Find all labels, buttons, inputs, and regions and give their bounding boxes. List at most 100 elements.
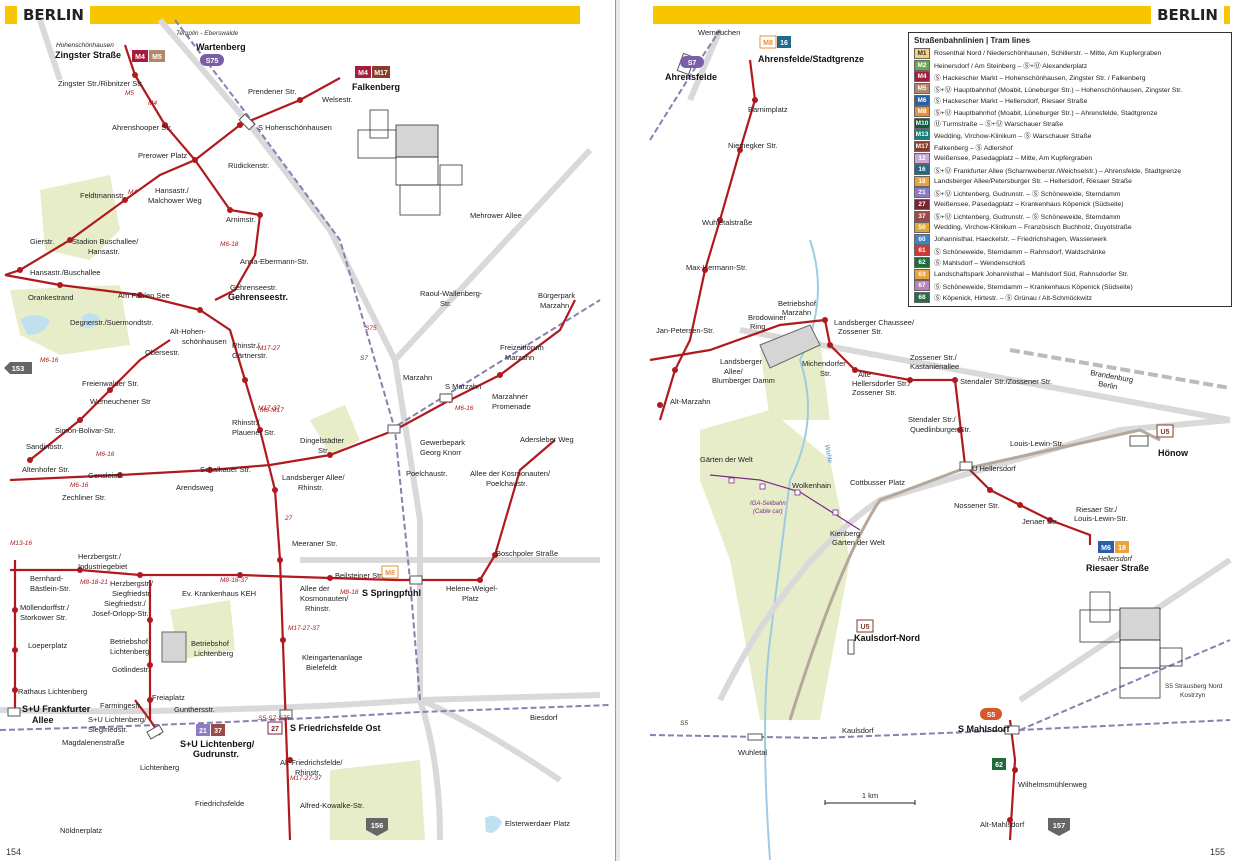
stop-label: Stendaler Str./Zossener Str.: [960, 377, 1052, 386]
page-ref-153[interactable]: [4, 362, 32, 374]
kostrzyn-label: Kostrzyn: [1180, 692, 1206, 699]
stop-label: Siegfriedstr.: [112, 589, 152, 598]
legend-line-badge: 62: [914, 256, 930, 268]
legend-line-badge: M2: [914, 59, 930, 71]
station-su-frankfurter-b: Allee: [32, 715, 54, 725]
left-stop-labels: Zingster Str./Ribnitzer Str.Prendener St…: [18, 79, 575, 835]
stop-label: Wolkenhain: [792, 481, 831, 490]
stop-label: Gärtnerstr.: [232, 351, 267, 360]
lake: [20, 315, 50, 335]
route-label: M6-16: [40, 357, 59, 364]
stop-label: Boschpoler Straße: [496, 549, 558, 558]
legend-route-text: Ⓢ+Ⓤ Frankfurter Allee (Scharnweberstr./W…: [934, 167, 1182, 175]
station-hoenow: Hönow: [1158, 448, 1189, 458]
left-map[interactable]: M4 M5 M4 M17 S75 M8 21 37 27 153 156 Tem…: [0, 0, 615, 861]
stop-label: Ahrenshooper Str.: [112, 123, 172, 132]
tram37-badge-text: 37: [214, 728, 222, 735]
stop-label: Blumberger Damm: [712, 376, 775, 385]
left-header-bar: BERLIN: [5, 6, 580, 24]
stop-label: Gärten der Welt: [700, 455, 754, 464]
station-zingster: Zingster Straße: [55, 50, 121, 60]
route-label: M13-16: [10, 540, 32, 547]
tram27-badge: [267, 721, 283, 735]
legend-route-text: Ⓢ Schöneweide, Sterndamm – Rahnsdorf, Wa…: [934, 248, 1106, 256]
route-label: M17-27: [258, 345, 280, 352]
park-area: [700, 410, 850, 720]
station-wartenberg: Wartenberg: [196, 42, 246, 52]
stop-label: Gierstr.: [30, 237, 54, 246]
stop-label: Dingelstädter: [300, 436, 345, 445]
route-label: M4: [148, 100, 157, 107]
legend-route-text: Falkenberg – Ⓢ Adlershof: [934, 144, 1013, 152]
stop-label: Adersleber Weg: [520, 435, 574, 444]
left-page: BERLIN 154: [0, 0, 615, 861]
stop-label: Marzahn: [505, 353, 534, 362]
stop-label: Gehrenseestr.: [230, 283, 277, 292]
roads: [687, 28, 1232, 703]
stop-label: Biesdorf: [530, 713, 558, 722]
stop-label: Quedlinburger Str.: [910, 425, 971, 434]
stop-label: Promenade: [492, 402, 531, 411]
page-ref-153-text: 153: [12, 364, 25, 373]
stop-label: Landsberger Allee/: [282, 473, 345, 482]
cable-car-label-en: (Cable car): [753, 509, 783, 515]
stop-label: Siegfriedstr./: [104, 599, 147, 608]
stop-label: Georg Knorr: [420, 448, 462, 457]
stop-label: Zossener Str.: [852, 388, 897, 397]
stop-label: Alt-Mahlsdorf: [980, 820, 1025, 829]
route-label: 27: [284, 515, 293, 522]
stop-label: Gärten der Welt: [832, 538, 886, 547]
left-page-number: 154: [6, 847, 22, 857]
legend-line-badge: 61: [914, 245, 930, 257]
stop-label: Herzbergstr./: [78, 552, 122, 561]
stop-label: Freizeitforum: [500, 343, 544, 352]
lake: [82, 313, 100, 329]
legend-route-text: Landsberger Allee/Petersburger Str. – He…: [934, 177, 1132, 185]
m17-badge-text: M17: [374, 70, 388, 77]
stop-label: Rhinstr./: [232, 418, 260, 427]
stop-label: Zossener Str.: [838, 327, 883, 336]
route-label: M6-16: [455, 405, 474, 412]
stop-label: Helene-Weigel-: [446, 584, 498, 593]
legend-line-badge: M8: [914, 106, 930, 118]
stop-label: Raoul-Wallenberg-: [420, 289, 483, 298]
stop-label: Möllendorffstr./: [20, 603, 70, 612]
cable-car-stops: [728, 477, 839, 516]
stop-label: Niemegker Str.: [728, 141, 778, 150]
page-ref-157[interactable]: [1048, 818, 1070, 836]
tram18-badge: [1115, 541, 1129, 553]
legend-line-badge: 68: [914, 291, 930, 303]
stop-label: Obersestr.: [145, 348, 180, 357]
park-area: [330, 760, 425, 840]
stop-label: Malchower Weg: [148, 196, 202, 205]
page-ref-156[interactable]: [366, 818, 388, 836]
stop-label: Kastanienallee: [910, 362, 959, 371]
legend-line-badge: 27: [914, 199, 930, 211]
station-falkenberg: Falkenberg: [352, 82, 400, 92]
stop-label: Louis-Lewin-Str.: [1010, 439, 1064, 448]
tram18-badge-text: 18: [1118, 545, 1126, 552]
right-map[interactable]: M8 16 S7 U5 U5 M6 18 S5 62 157 1 km Ahre…: [620, 0, 1235, 861]
stop-label: Schalkauer Str.: [200, 465, 251, 474]
station-riesaer: Riesaer Straße: [1086, 563, 1149, 573]
stop-label: Friedrichsfelde: [195, 799, 244, 808]
stop-label: Storkower Str.: [20, 613, 67, 622]
legend-line-badge: M13: [914, 129, 930, 141]
s75-badge-text: S75: [206, 58, 219, 65]
route-label: M8-18-21: [80, 579, 108, 586]
legend-line-badge: 60: [914, 233, 930, 245]
left-header-title: BERLIN: [17, 6, 90, 24]
depot-building: [759, 324, 821, 369]
legend-route-text: Ⓢ+Ⓤ Hauptbahnhof (Moabit, Lüneburger Str…: [934, 109, 1158, 117]
stop-label: Stadion Buschallee/: [72, 237, 139, 246]
stop-label: Anna-Ebermann-Str.: [240, 257, 308, 266]
m8-badge: [381, 565, 399, 579]
